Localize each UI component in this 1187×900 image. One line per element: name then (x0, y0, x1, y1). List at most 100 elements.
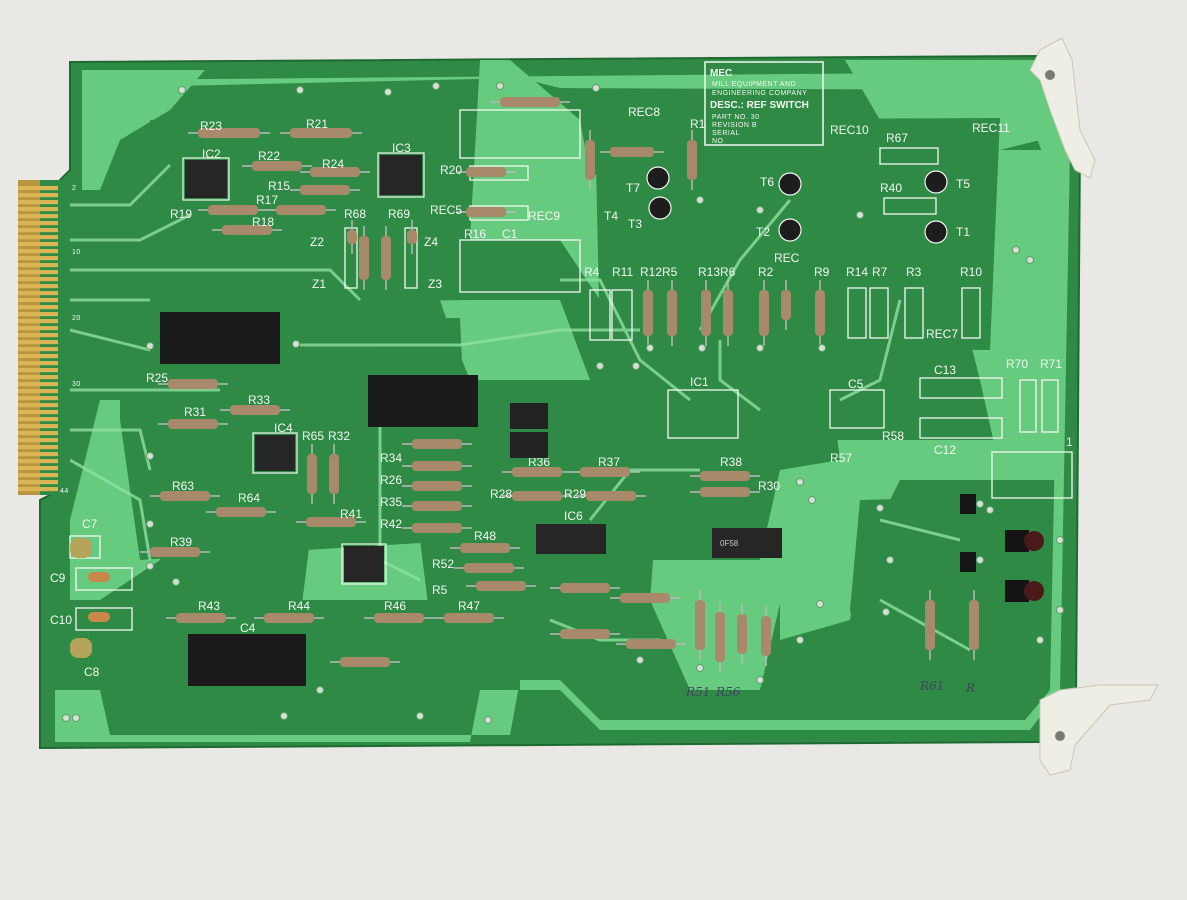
label-z4: Z4 (424, 235, 438, 249)
vias (62, 82, 1064, 724)
capacitor-c9 (88, 572, 110, 582)
via-pad (1056, 536, 1064, 544)
edge-number: 44 (60, 488, 69, 495)
contact-finger (18, 312, 58, 317)
label-r31: R31 (184, 405, 206, 419)
label-r36: R36 (528, 455, 550, 469)
via-pad (816, 600, 824, 608)
contact-finger (18, 270, 58, 275)
resistor (198, 128, 260, 138)
label-r25: R25 (146, 371, 168, 385)
via-pad (592, 84, 600, 92)
label-ic4: IC4 (274, 421, 293, 435)
label-r64: R64 (238, 491, 260, 505)
contact-finger (18, 235, 58, 240)
label-r26: R26 (380, 473, 402, 487)
label-ic1: IC1 (690, 375, 709, 389)
contact-finger (18, 347, 58, 352)
label-r5: R5 (662, 265, 678, 279)
label-t7: T7 (626, 181, 640, 195)
resistor (466, 207, 506, 217)
resistor (168, 379, 218, 389)
label-c4: C4 (240, 621, 256, 635)
via-pad (876, 504, 884, 512)
label-c12: C12 (934, 443, 956, 457)
via-pad (808, 496, 816, 504)
via-pad (384, 88, 392, 96)
transistor (778, 172, 802, 196)
contact-finger (18, 298, 58, 303)
contact-finger (18, 228, 58, 233)
capacitor-c7 (70, 538, 92, 558)
label-c5: C5 (848, 377, 864, 391)
resistor (176, 613, 226, 623)
via-pad (976, 556, 984, 564)
label-c8: C8 (84, 665, 100, 679)
via-pad (496, 82, 504, 90)
contact-finger (18, 417, 58, 422)
label-r18: R18 (252, 215, 274, 229)
capacitors (70, 538, 110, 658)
contact-finger (18, 249, 58, 254)
edge-number: 2 (72, 185, 76, 192)
resistor (168, 419, 218, 429)
label-rec11: REC11 (972, 121, 1010, 135)
resistor (374, 613, 424, 623)
via-pad (756, 344, 764, 352)
resistor (466, 167, 506, 177)
label-r46: R46 (384, 599, 406, 613)
label-rec10: REC10 (830, 123, 869, 137)
label-r43: R43 (198, 599, 220, 613)
resistor (687, 140, 697, 180)
resistor (723, 290, 733, 336)
ejector-pin (1045, 70, 1055, 80)
label-z1: Z1 (312, 277, 326, 291)
label-r39: R39 (170, 535, 192, 549)
via-pad (756, 676, 764, 684)
via-pad (856, 211, 864, 219)
contact-finger (18, 424, 58, 429)
ic4-chip (252, 432, 298, 474)
relay-k2 (368, 375, 478, 427)
handwritten-r56: R56 (715, 685, 741, 699)
label-r63: R63 (172, 479, 194, 493)
contact-finger (18, 284, 58, 289)
contact-finger (18, 354, 58, 359)
via-pad (72, 714, 80, 722)
transistor (778, 218, 802, 242)
label-r23: R23 (200, 119, 222, 133)
ic6-chip (536, 524, 606, 554)
resistor (340, 657, 390, 667)
resistor (407, 230, 417, 244)
title-serial: SERIAL (712, 130, 740, 137)
title-desc: DESC.: REF SWITCH (710, 100, 809, 111)
contact-finger (18, 291, 58, 296)
title-no: NO (712, 138, 724, 145)
small-ic-b (510, 432, 548, 458)
resistor (310, 167, 360, 177)
label-t6: T6 (760, 175, 774, 189)
contact-finger (18, 256, 58, 261)
edge-number: 20 (72, 315, 81, 322)
resistor (761, 616, 771, 656)
label-r2: R2 (758, 265, 774, 279)
contact-finger (18, 445, 58, 450)
ic-chips: 0F58 (182, 152, 782, 585)
via-pad (146, 342, 154, 350)
resistor (500, 97, 560, 107)
title-revision: REVISION B (712, 122, 757, 129)
resistor (412, 461, 462, 471)
via-pad (882, 608, 890, 616)
resistor (700, 487, 750, 497)
contact-finger (18, 263, 58, 268)
via-pad (1056, 606, 1064, 614)
bottom-ejector (1039, 684, 1159, 776)
resistor (306, 517, 356, 527)
via-pad (146, 452, 154, 460)
via-pad (62, 714, 70, 722)
resistor (781, 290, 791, 320)
label-r28: R28 (490, 487, 512, 501)
traces (69, 163, 971, 652)
contact-finger (18, 200, 58, 205)
